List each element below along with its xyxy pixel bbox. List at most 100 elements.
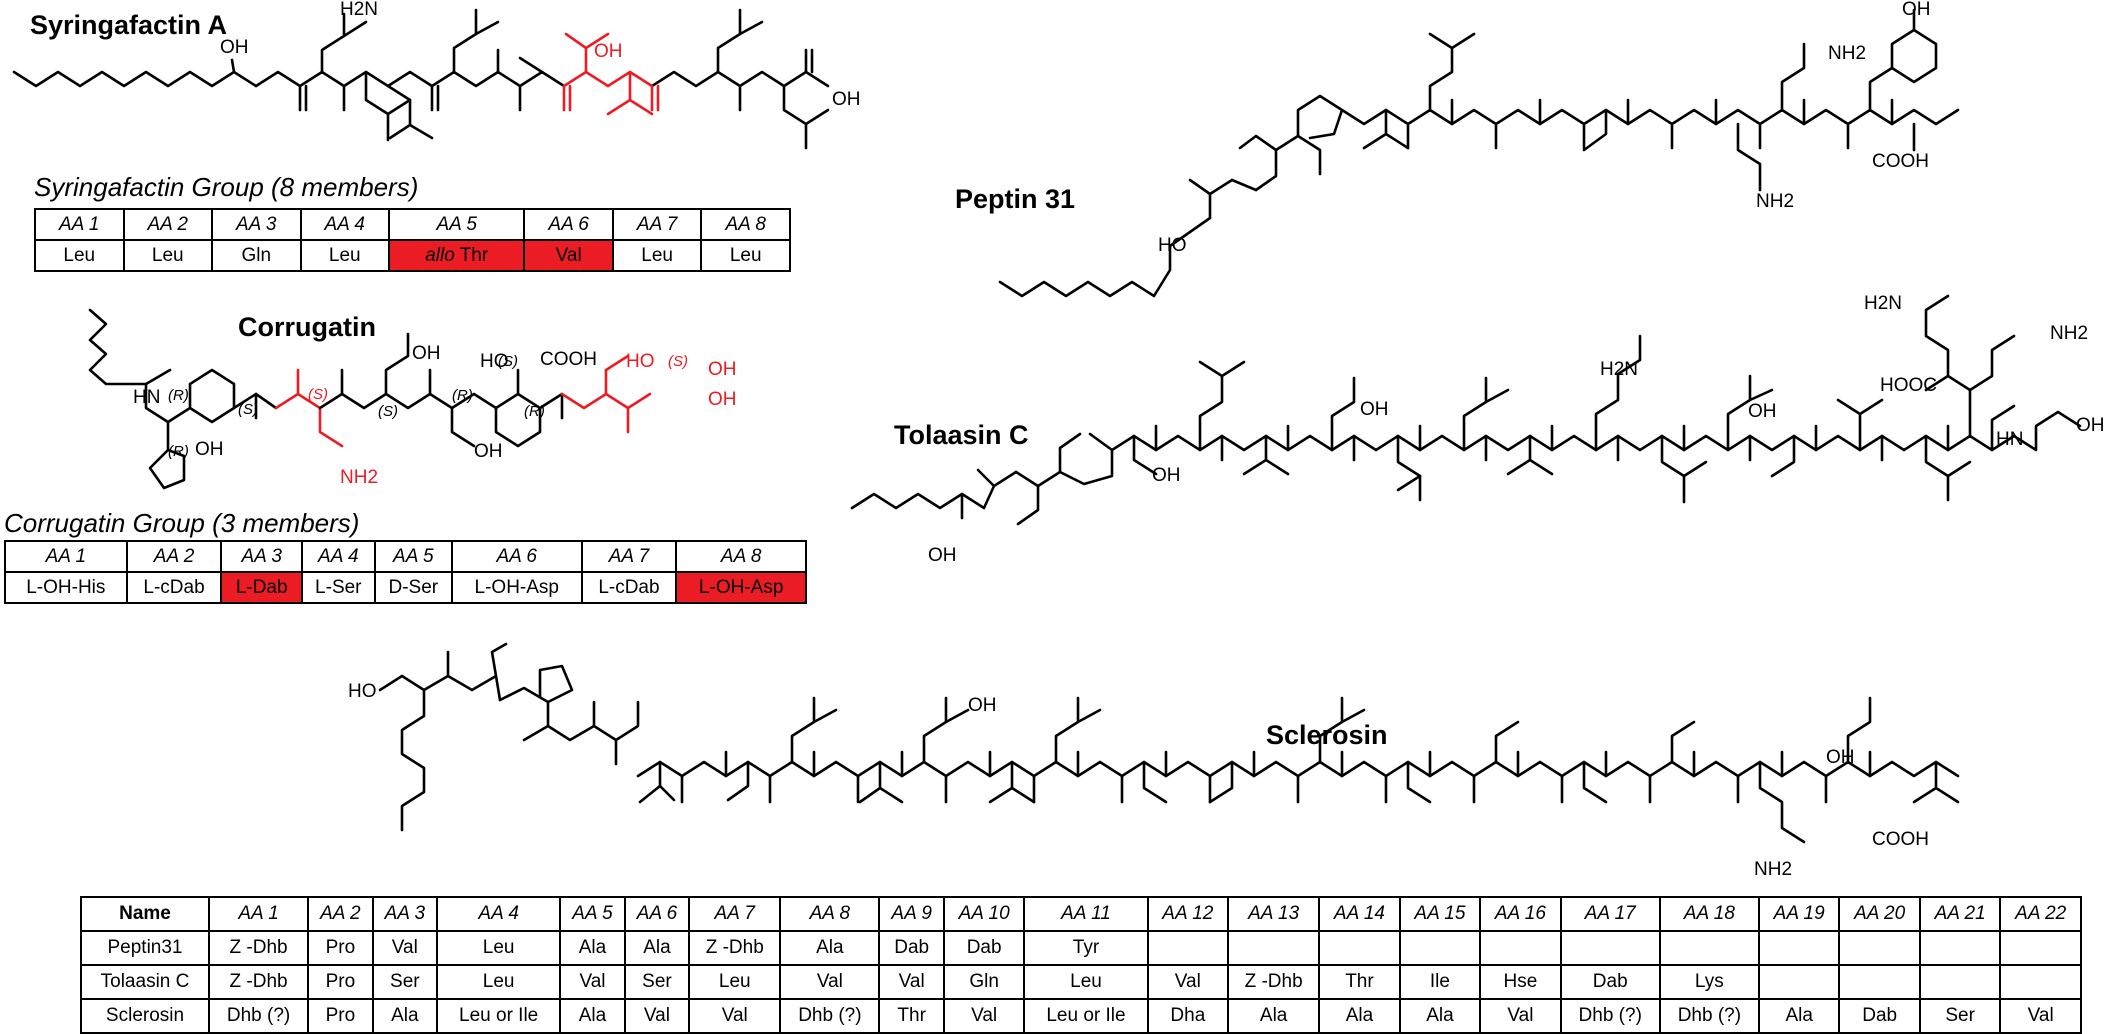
table-header-cell: AA 21 [1918, 896, 2002, 932]
table-cell: Ala [1227, 998, 1321, 1034]
corrugatin-s3-label: (S) [378, 403, 398, 420]
table-cell: Tolaasin C [80, 964, 210, 1000]
table-cell-highlighted: Val [523, 239, 614, 272]
corrugatin-s5-label: (S) [668, 353, 688, 370]
peptin31-ho-label: HO [1158, 235, 1187, 256]
table-header-cell: AA 13 [1227, 896, 1321, 932]
table-header-cell: AA 14 [1318, 896, 1401, 932]
table-header-cell: AA 7 [611, 208, 703, 241]
table-header-cell: AA 7 [688, 896, 782, 932]
syringafactin-oh-thr-label: OH [594, 41, 623, 62]
table-cell: Dhb (?) [207, 998, 310, 1034]
table-cell: Sclerosin [80, 998, 210, 1034]
table-cell: Z -Dhb [1227, 964, 1321, 1000]
table-cell [1838, 930, 1921, 966]
table-header-cell: AA 15 [1398, 896, 1482, 932]
syringafactin-title: Syringafactin A [30, 10, 228, 40]
table-header-cell: AA 4 [436, 896, 562, 932]
corrugatin-r1-label: (R) [168, 387, 189, 404]
table-cell: Dhb (?) [1559, 998, 1661, 1034]
table-cell: Ala [371, 998, 439, 1034]
table-header-cell: AA 3 [220, 540, 303, 573]
table-cell: Pro [307, 964, 374, 1000]
table-cell-highlighted: L-Dab [220, 571, 303, 604]
table-header-cell: AA 3 [371, 896, 439, 932]
table-header-cell: AA 5 [373, 540, 453, 573]
corrugatin-title: Corrugatin [238, 312, 376, 342]
corrugatin-r2-label: (R) [452, 387, 473, 404]
table-header-cell: AA 1 [207, 896, 310, 932]
corrugatin-table-value-row: L-OH-His L-cDab L-Dab L-Ser D-Ser L-OH-A… [4, 571, 807, 604]
table-cell: Val [688, 998, 782, 1034]
table-cell [1318, 930, 1401, 966]
peptin31-oh-top-label: OH [1902, 0, 1931, 20]
table-header-cell: AA 6 [450, 540, 583, 573]
table-cell: Leu [122, 239, 213, 272]
peptin31-nh2-top-label: NH2 [1828, 43, 1867, 64]
tolaasin-title: Tolaasin C [894, 420, 1029, 450]
syringafactin-table-header-row: AA 1 AA 2 AA 3 AA 4 AA 5 AA 6 AA 7 AA 8 [34, 208, 791, 241]
table-header-cell: AA 1 [4, 540, 128, 573]
table-cell: Leu [436, 930, 562, 966]
table-cell: L-Ser [300, 571, 376, 604]
table-header-cell: Name [80, 896, 210, 932]
tolaasin-h2n-mid-label: H2N [1600, 359, 1639, 380]
table-cell: L-cDab [580, 571, 678, 604]
syringafactin-structure [12, 8, 830, 150]
table-cell: Gln [211, 239, 302, 272]
table-header-cell: AA 8 [675, 540, 807, 573]
table-cell [1999, 930, 2082, 966]
peptin31-structure [998, 8, 1960, 298]
comparison-row-sclerosin: Sclerosin Dhb (?) Pro Ala Leu or Ile Ala… [80, 998, 2082, 1034]
syringafactin-table: AA 1 AA 2 AA 3 AA 4 AA 5 AA 6 AA 7 AA 8 … [34, 208, 791, 272]
table-cell: Z -Dhb [207, 930, 310, 966]
table-cell: Leu or Ile [436, 998, 562, 1034]
table-cell: Z -Dhb [688, 930, 782, 966]
table-cell: Leu [688, 964, 782, 1000]
table-header-cell: AA 19 [1757, 896, 1841, 932]
tolaasin-nh2-right-label: NH2 [2050, 323, 2089, 344]
tolaasin-hooc-label: HOOC [1880, 375, 1937, 396]
table-header-cell: AA 4 [299, 208, 390, 241]
table-header-cell: AA 2 [307, 896, 374, 932]
table-header-cell: AA 8 [779, 896, 881, 932]
corrugatin-s2-label: (S) [308, 386, 328, 403]
table-cell: Val [371, 930, 439, 966]
sclerosin-title: Sclerosin [1266, 720, 1388, 750]
corrugatin-table: AA 1 AA 2 AA 3 AA 4 AA 5 AA 6 AA 7 AA 8 … [4, 540, 807, 604]
corrugatin-oh2-label: OH [412, 343, 441, 364]
table-cell: Dha [1146, 998, 1230, 1034]
table-cell: Val [623, 998, 691, 1034]
table-cell [1757, 964, 1841, 1000]
tolaasin-structure [850, 294, 2082, 526]
tolaasin-oh5-label: OH [2076, 415, 2105, 436]
table-cell [1999, 964, 2082, 1000]
syringafactin-table-value-row: Leu Leu Gln Leu allo Thr Val Leu Leu [34, 239, 791, 272]
table-cell: Leu [34, 239, 125, 272]
table-header-cell: AA 18 [1658, 896, 1760, 932]
comparison-header-row: Name AA 1 AA 2 AA 3 AA 4 AA 5 AA 6 AA 7 … [80, 896, 2082, 932]
table-header-cell: AA 2 [125, 540, 223, 573]
table-header-cell: AA 1 [34, 208, 125, 241]
table-cell: Pro [307, 998, 374, 1034]
table-cell: Ile [1398, 964, 1482, 1000]
table-cell: Val [559, 964, 626, 1000]
table-cell [1838, 964, 1921, 1000]
table-cell: Ala [623, 930, 691, 966]
peptin31-cooh-label: COOH [1872, 151, 1929, 172]
table-cell: Dhb (?) [779, 998, 881, 1034]
table-cell: Ser [371, 964, 439, 1000]
syringafactin-oh-label: OH [220, 37, 249, 58]
table-cell: D-Ser [373, 571, 453, 604]
table-header-cell: AA 12 [1146, 896, 1230, 932]
table-header-cell: AA 22 [1999, 896, 2082, 932]
table-header-cell: AA 11 [1023, 896, 1149, 932]
corrugatin-ho-red-label: HO [626, 351, 655, 372]
table-cell: Pro [307, 930, 374, 966]
table-cell: Val [779, 964, 881, 1000]
table-header-cell: AA 5 [559, 896, 626, 932]
table-cell [1146, 930, 1230, 966]
table-cell: Ser [1918, 998, 2002, 1034]
table-header-cell: AA 8 [700, 208, 791, 241]
table-cell: Leu [611, 239, 703, 272]
